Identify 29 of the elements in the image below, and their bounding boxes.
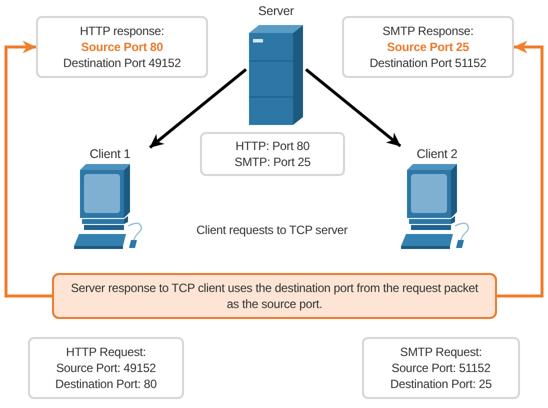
device-label: Client 1 [90,146,130,162]
response-box [342,16,514,78]
port-text: Source Port 80 [81,39,163,55]
response-box [36,16,208,78]
arrow [497,40,544,298]
box-heading: SMTP Request: [400,344,482,360]
box-heading: SMTP Response: [382,23,474,39]
request-box [362,337,520,399]
port-text: SMTP: Port 25 [234,154,311,170]
port-text: Source Port 25 [387,39,469,55]
device-label: Server [258,3,294,19]
port-list-box [200,132,345,176]
port-text: HTTP: Port 80 [235,138,310,154]
request-box [28,337,184,399]
note-text: Server response to TCP client uses the destination port from the request packet as the source port. [70,280,480,312]
box-heading: HTTP Request: [66,344,146,360]
box-heading: HTTP response: [80,23,164,39]
port-text: Destination Port 49152 [63,55,181,71]
port-text: Source Port: 49152 [56,360,156,376]
device-label: Client 2 [416,146,458,162]
annotation-text: Client requests to TCP server [196,222,348,238]
port-text: Source Port: 51152 [392,360,490,376]
arrow [149,68,247,149]
arrow [305,68,402,148]
note-box [52,273,497,319]
port-text: Destination Port 51152 [370,55,486,71]
port-text: Destination Port: 25 [390,376,492,392]
port-text: Destination Port: 80 [55,376,157,392]
arrow [4,40,52,298]
